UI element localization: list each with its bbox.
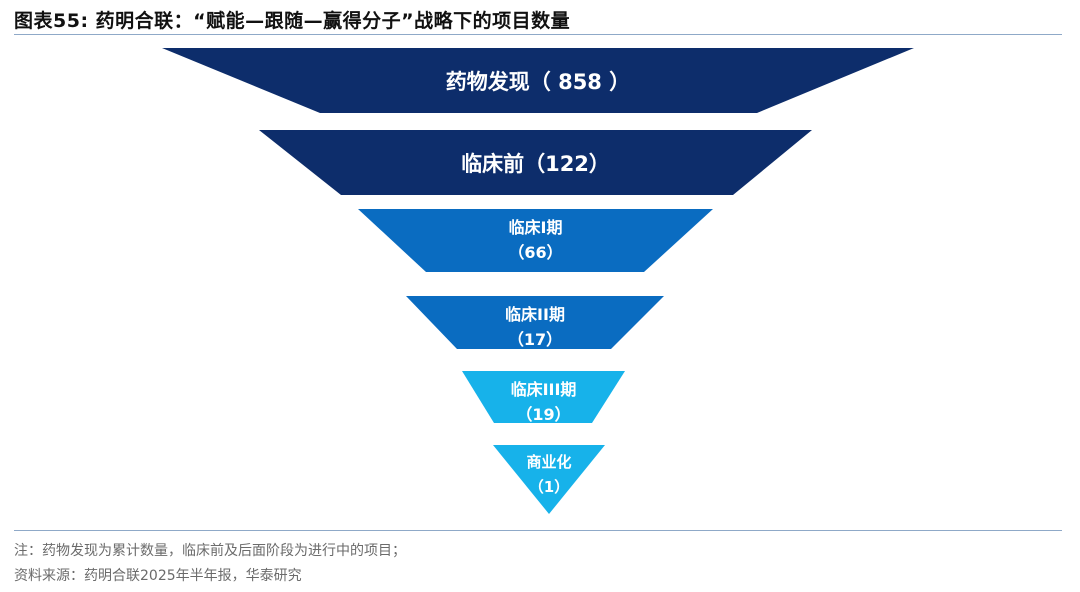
funnel-stage-4-label-2: （17）: [508, 330, 562, 349]
funnel-stage-2-label-1: 临床前（122）: [461, 152, 610, 176]
funnel-stage-3-label-2: （66）: [508, 243, 562, 262]
funnel-stage-4-label-1: 临床II期: [505, 305, 565, 324]
footer-divider: [14, 530, 1062, 531]
funnel-stage-3: [358, 209, 713, 272]
title-divider: [14, 34, 1062, 35]
funnel-stage-5: [462, 371, 625, 423]
funnel-stage-6-label-1: 商业化: [526, 453, 571, 471]
funnel-stage-2: [259, 130, 812, 195]
funnel-stage-5-label-1: 临床III期: [511, 380, 577, 399]
funnel-stage-6: [493, 445, 605, 514]
footnote-note: 注：药物发现为累计数量，临床前及后面阶段为进行中的项目；: [14, 543, 406, 559]
funnel-stage-3-label-1: 临床I期: [509, 218, 563, 237]
figure-title: 图表55: 药明合联：“赋能—跟随—赢得分子”战略下的项目数量: [14, 10, 571, 32]
funnel-stage-4: [406, 296, 664, 349]
funnel-stage-5-label-2: （19）: [516, 405, 570, 424]
funnel-stage-6-label-2: （1）: [529, 478, 569, 496]
footnote-source: 资料来源：药明合联2025年半年报，华泰研究: [14, 568, 302, 584]
funnel-stage-1: [162, 48, 914, 113]
funnel-stage-1-label-1: 药物发现（ 858 ）: [446, 70, 630, 94]
